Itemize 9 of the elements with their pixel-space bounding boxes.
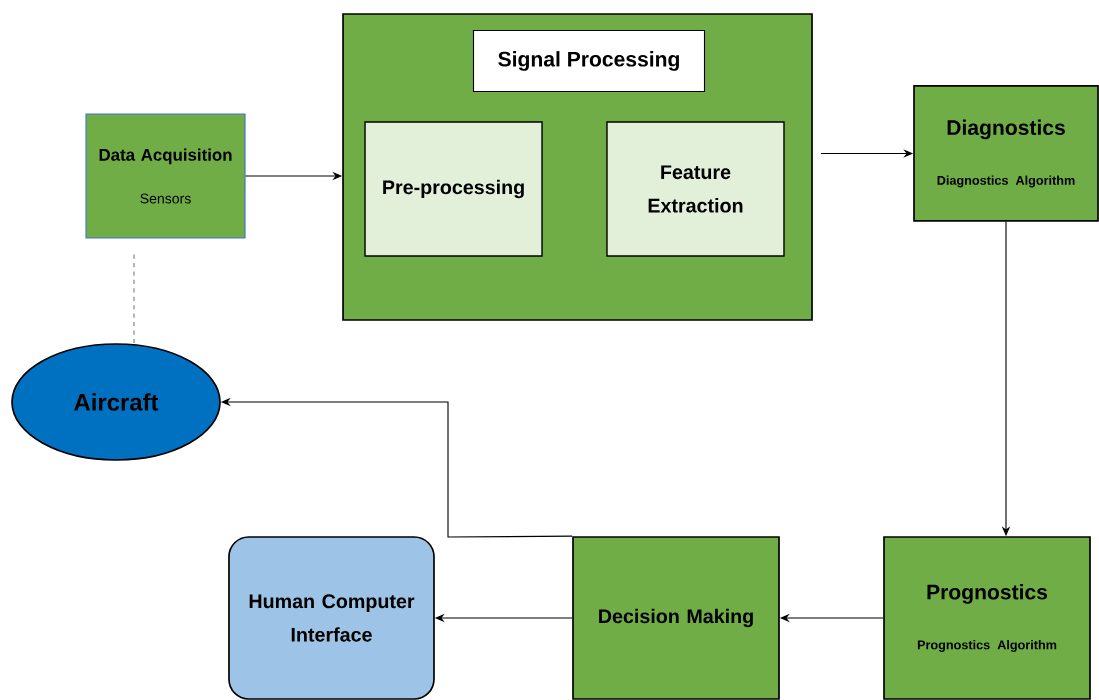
process-box: Diagnostics Diagnostics Algorithm [913, 85, 1099, 222]
interface-box: Human Computer Interface [228, 536, 435, 700]
process-box: Prognostics Prognostics Algorithm [883, 536, 1091, 700]
acquisition-box: Data Acquisition Sensors [85, 113, 246, 239]
connector-line [133, 254, 135, 344]
process-box: Feature Extraction [606, 121, 785, 257]
panel-title: Signal Processing [472, 29, 706, 93]
process-box: Pre-processing [364, 121, 543, 257]
decision-box: Decision Making [572, 536, 780, 700]
